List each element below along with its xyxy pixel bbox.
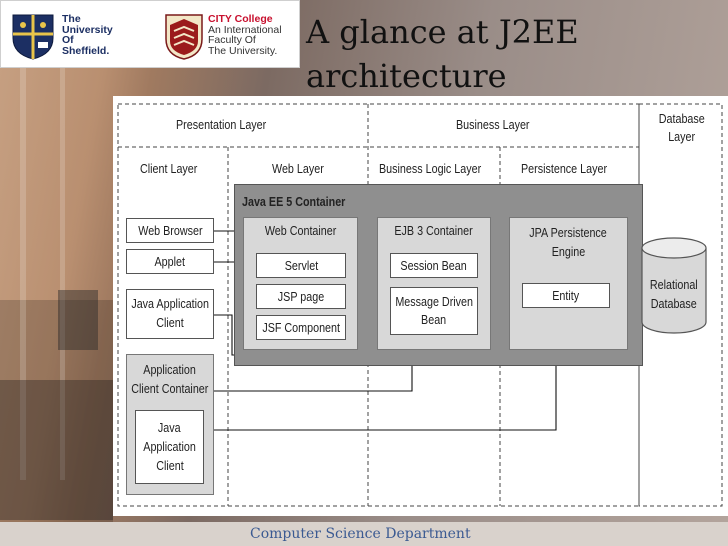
relational-database-line: Relational (650, 278, 698, 292)
jsf-component-box: JSF Component (256, 315, 346, 340)
city-college-logo-text: CITY College An International Faculty Of… (208, 14, 282, 56)
database-layer-line: Layer (668, 130, 696, 144)
business-layer-text: Business Layer (456, 118, 530, 132)
message-driven-bean-line: Message Driven (395, 295, 473, 309)
footer-department: Computer Science Department (250, 526, 471, 542)
sheffield-line: Of (62, 34, 74, 46)
jpa-engine-line: Engine (551, 245, 586, 259)
sheffield-line: Sheffield. (62, 44, 110, 57)
sheffield-line: The (62, 13, 81, 25)
web-layer-label: Web Layer (272, 160, 332, 178)
ejb-container-text: EJB 3 Container (394, 224, 474, 238)
relational-database-label: Relational Database (640, 274, 708, 316)
application-client-container-line: Client Container (131, 382, 209, 396)
web-container-label: Web Container (243, 220, 358, 242)
city-college-name: CITY College (208, 13, 273, 25)
applet-text: Applet (154, 254, 186, 269)
city-college-crest-icon (165, 14, 203, 60)
business-logic-layer-text: Business Logic Layer (379, 162, 482, 176)
city-college-line: Faculty Of (208, 34, 256, 46)
title-line-1: A glance at J2EE (306, 13, 579, 51)
page-title: A glance at J2EE architecture (306, 10, 579, 98)
jsp-page-box: JSP page (256, 284, 346, 309)
java-ee-container-title: Java EE 5 Container (242, 193, 362, 211)
jsp-page-text: JSP page (277, 289, 325, 304)
entity-text: Entity (552, 288, 580, 303)
jsf-component-text: JSF Component (262, 320, 340, 335)
application-client-container-label: Application Client Container (126, 360, 214, 400)
database-cylinder-icon (641, 237, 707, 334)
client-layer-label: Client Layer (140, 160, 207, 178)
sheffield-line: University (62, 23, 113, 36)
java-ee-container-text: Java EE 5 Container (242, 195, 346, 209)
city-college-line: An International (208, 23, 282, 36)
message-driven-bean-line: Bean (421, 313, 447, 327)
business-logic-layer-label: Business Logic Layer (379, 160, 498, 178)
title-line-2: architecture (306, 57, 507, 95)
web-layer-text: Web Layer (272, 162, 324, 176)
persistence-layer-label: Persistence Layer (521, 160, 621, 178)
business-layer-label: Business Layer (456, 116, 541, 134)
client-layer-text: Client Layer (140, 162, 198, 176)
presentation-layer-label: Presentation Layer (176, 116, 281, 134)
logo-strip (0, 0, 300, 68)
ejb-container-label: EJB 3 Container (377, 220, 491, 242)
city-college-line: The University. (208, 44, 278, 57)
applet-box: Applet (126, 249, 214, 274)
inner-java-application-client-line: Application (143, 439, 196, 454)
message-driven-bean-box: Message Driven Bean (390, 287, 478, 335)
relational-database-line: Database (650, 297, 698, 311)
entity-box: Entity (522, 283, 610, 308)
sheffield-crest-icon (12, 14, 54, 60)
jpa-engine-label: JPA Persistence Engine (509, 223, 628, 263)
session-bean-box: Session Bean (390, 253, 478, 278)
inner-java-application-client-box: Java Application Client (135, 410, 204, 484)
presentation-layer-text: Presentation Layer (176, 118, 267, 132)
application-client-container-line: Application (143, 363, 197, 377)
java-application-client-line: Client (156, 316, 184, 330)
persistence-layer-text: Persistence Layer (521, 162, 608, 176)
session-bean-text: Session Bean (400, 258, 468, 273)
database-layer-label: Database Layer (652, 110, 712, 146)
web-browser-box: Web Browser (126, 218, 214, 243)
database-layer-line: Database (658, 112, 706, 126)
inner-java-application-client-line: Java (158, 420, 181, 435)
inner-java-application-client-line: Client (155, 458, 184, 473)
footer-bar (0, 522, 728, 546)
servlet-text: Servlet (284, 258, 318, 273)
servlet-box: Servlet (256, 253, 346, 278)
java-application-client-line: Java Application (131, 297, 209, 311)
web-browser-text: Web Browser (137, 223, 203, 238)
jpa-engine-line: JPA Persistence (529, 226, 608, 240)
java-application-client-box: Java Application Client (126, 289, 214, 339)
web-container-text: Web Container (264, 224, 337, 238)
sheffield-logo-text: The University Of Sheffield. (62, 14, 113, 56)
